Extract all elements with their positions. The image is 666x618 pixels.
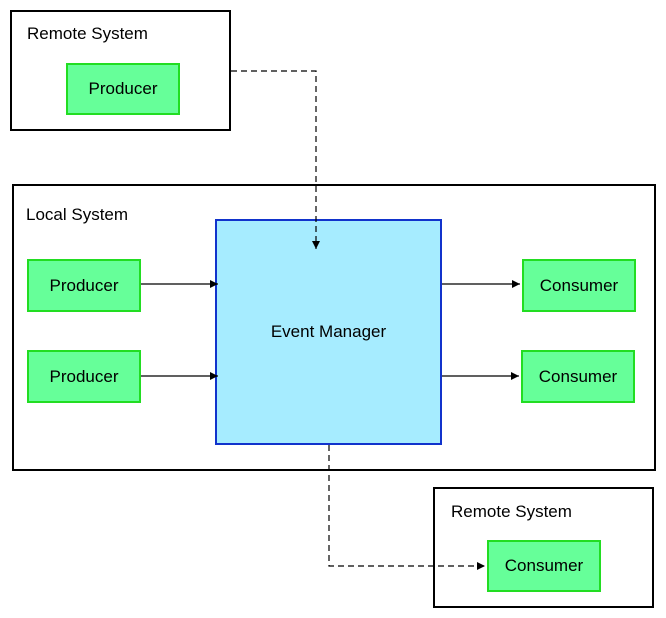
local-consumer-node-2[interactable]: Consumer: [521, 350, 635, 403]
remote-system-top-label: Remote System: [27, 24, 148, 43]
remote-producer-node[interactable]: Producer: [66, 63, 180, 115]
local-producer-node-2[interactable]: Producer: [27, 350, 141, 403]
local-system-label: Local System: [26, 205, 129, 224]
remote-consumer-node[interactable]: Consumer: [487, 540, 601, 592]
remote-system-bottom-label: Remote System: [451, 502, 572, 521]
local-consumer-node-1[interactable]: Consumer: [522, 259, 636, 312]
event-manager-node[interactable]: Event Manager: [215, 219, 442, 445]
local-producer-node-1[interactable]: Producer: [27, 259, 141, 312]
